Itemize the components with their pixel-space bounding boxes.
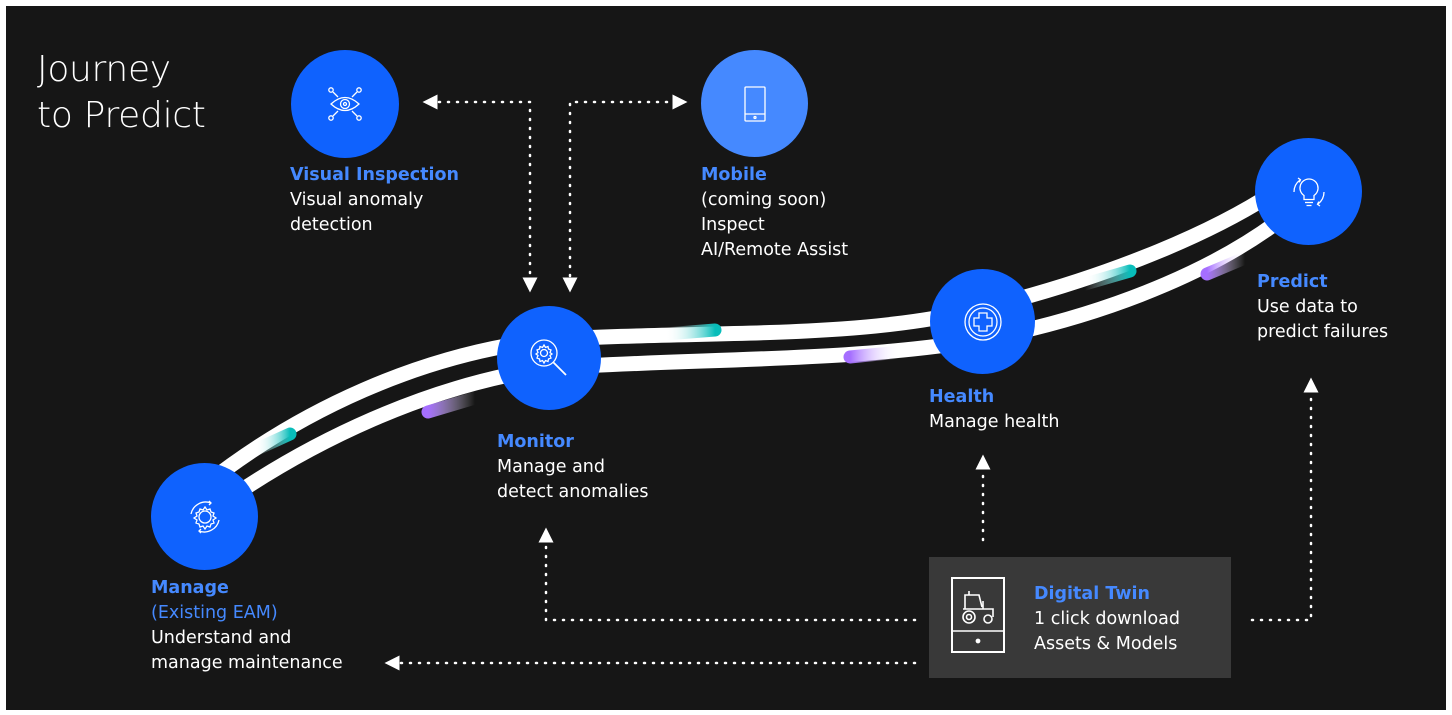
digital-twin-desc-2: Assets & Models — [1034, 634, 1178, 654]
digital-twin-desc-1: 1 click download — [1034, 609, 1180, 629]
monitor-node — [497, 306, 601, 410]
visual-inspection-desc-1: Visual anomaly — [290, 190, 424, 210]
connector-monitor-to-mobile — [562, 94, 688, 293]
mobile-desc-3: AI/Remote Assist — [701, 240, 849, 260]
mobile-device-icon — [743, 85, 766, 122]
mobile-desc-1: (coming soon) — [701, 190, 827, 210]
monitor-title: Monitor — [497, 432, 574, 452]
road-lane-upper — [197, 162, 1313, 493]
gear-cycle-icon — [189, 500, 220, 533]
predict-label: Predict Use data to predict failures — [1257, 270, 1388, 345]
health-desc-1: Manage health — [929, 412, 1060, 432]
manage-node — [151, 463, 258, 570]
road-lane-lower — [202, 187, 1318, 520]
digital-twin-card: Digital Twin 1 click download Assets & M… — [929, 557, 1231, 678]
teal-accent-2 — [658, 323, 722, 341]
health-cross-icon — [963, 302, 1002, 341]
visual-inspection-node — [291, 50, 399, 158]
predict-desc-1: Use data to — [1257, 297, 1358, 317]
manage-subtitle: (Existing EAM) — [151, 603, 278, 623]
tractor-tablet-icon — [951, 577, 1005, 653]
monitor-label: Monitor Manage and detect anomalies — [497, 430, 648, 505]
eye-network-icon — [328, 87, 362, 121]
monitor-desc-2: detect anomalies — [497, 482, 649, 502]
predict-node — [1255, 138, 1362, 245]
title-line-2: to Predict — [37, 95, 206, 136]
page-title: Journey to Predict — [37, 47, 206, 139]
health-title: Health — [929, 387, 995, 407]
connector-twin-to-monitor — [538, 527, 917, 622]
health-node — [930, 269, 1035, 374]
mobile-node — [701, 50, 808, 157]
health-label: Health Manage health — [929, 385, 1059, 435]
visual-inspection-title: Visual Inspection — [290, 165, 460, 185]
connector-twin-to-predict — [1250, 377, 1319, 622]
magnifier-gear-icon — [530, 339, 567, 376]
digital-twin-title: Digital Twin — [1034, 584, 1150, 604]
visual-inspection-label: Visual Inspection Visual anomaly detecti… — [290, 163, 459, 238]
teal-accent-1 — [248, 427, 297, 457]
manage-title: Manage — [151, 578, 229, 598]
predict-title: Predict — [1257, 272, 1328, 292]
visual-inspection-desc-2: detection — [290, 215, 373, 235]
purple-accent-2 — [843, 345, 907, 364]
predict-desc-2: predict failures — [1257, 322, 1389, 342]
lightbulb-icon — [1292, 176, 1325, 207]
manage-label: Manage (Existing EAM) Understand and man… — [151, 576, 343, 676]
title-line-1: Journey — [37, 49, 171, 90]
purple-accent-3 — [1200, 251, 1252, 281]
monitor-desc-1: Manage and — [497, 457, 605, 477]
teal-accent-3 — [1078, 264, 1137, 291]
mobile-label: Mobile (coming soon) Inspect AI/Remote A… — [701, 163, 848, 263]
manage-desc-2: manage maintenance — [151, 653, 343, 673]
digital-twin-label: Digital Twin 1 click download Assets & M… — [1034, 582, 1180, 657]
mobile-title: Mobile — [701, 165, 767, 185]
purple-accent-1 — [421, 391, 482, 419]
mobile-desc-2: Inspect — [701, 215, 765, 235]
manage-desc-1: Understand and — [151, 628, 292, 648]
connector-visual-to-monitor — [422, 94, 538, 293]
